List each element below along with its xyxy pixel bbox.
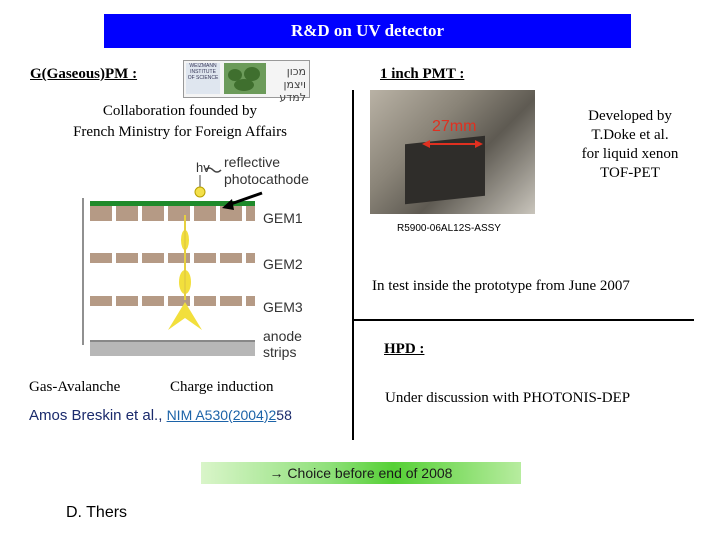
pmt-measure-arrow — [422, 140, 483, 148]
hv-label: hv — [196, 160, 210, 175]
gem2-label: GEM2 — [263, 256, 303, 272]
gas-avalanche-label: Gas-Avalanche — [29, 379, 121, 395]
author-text: Amos Breskin et al., — [29, 407, 163, 424]
test-status-text: In test inside the prototype from June 2… — [372, 278, 630, 294]
developed-line-3: for liquid xenon — [581, 146, 679, 162]
reference-tail: 58 — [276, 407, 292, 423]
reflective-photocathode-label: reflective photocathode — [224, 154, 309, 188]
gem3-label: GEM3 — [263, 299, 303, 315]
gem1-label: GEM1 — [263, 210, 303, 226]
pmt-model: R5900-06AL12S-ASSY — [397, 223, 501, 234]
slide-title: R&D on UV detector — [104, 14, 631, 48]
collaboration-line-2: French Ministry for Foreign Affairs — [73, 124, 287, 140]
section-divider — [352, 319, 694, 321]
gem1-layer — [90, 209, 255, 223]
choice-banner: → Choice before end of 2008 — [201, 462, 521, 484]
column-divider — [352, 90, 354, 440]
developed-line-1: Developed by — [588, 108, 672, 124]
pmt-heading: 1 inch PMT : — [380, 66, 465, 82]
developed-line-2: T.Doke et al. — [591, 127, 669, 143]
strips-text: strips — [263, 344, 297, 360]
weizmann-logo: WEIZMANN INSTITUTE OF SCIENCE מכון ויצמן… — [183, 60, 310, 104]
pmt-photo: 27mm — [370, 90, 535, 214]
hpd-status-text: Under discussion with PHOTONIS-DEP — [385, 390, 631, 406]
hpd-heading: HPD : — [384, 341, 425, 357]
pmt-size-label: 27mm — [432, 118, 477, 135]
charge-induction-label: Charge induction — [170, 379, 274, 395]
reference-link[interactable]: NIM A530(2004)2 — [166, 407, 277, 423]
anode-text: anode — [263, 328, 302, 344]
logo-hebrew-text: מכון ויצמן למדע — [279, 65, 306, 104]
logo-emblem — [224, 63, 266, 94]
gem2-layer — [90, 251, 255, 265]
logo-institute-text: WEIZMANN INSTITUTE OF SCIENCE — [186, 63, 220, 94]
photocathode-text: photocathode — [224, 171, 309, 187]
developed-line-4: TOF-PET — [600, 165, 660, 181]
footer-author: D. Thers — [66, 504, 128, 521]
photocathode-layer — [90, 201, 255, 215]
collaboration-text: Collaboration founded by French Ministry… — [30, 101, 330, 143]
reference-line: Amos Breskin et al., NIM A530(2004)258 — [29, 407, 292, 424]
gem3-layer — [90, 294, 255, 308]
anode-strips-label: anode strips — [263, 328, 302, 360]
collaboration-line-1: Collaboration founded by — [102, 103, 258, 119]
anode-strips-layer — [90, 340, 255, 356]
reflective-text: reflective — [224, 154, 281, 170]
developed-by-text: Developed by T.Doke et al. for liquid xe… — [555, 107, 705, 183]
gaseous-pm-heading: G(Gaseous)PM : — [30, 66, 138, 82]
